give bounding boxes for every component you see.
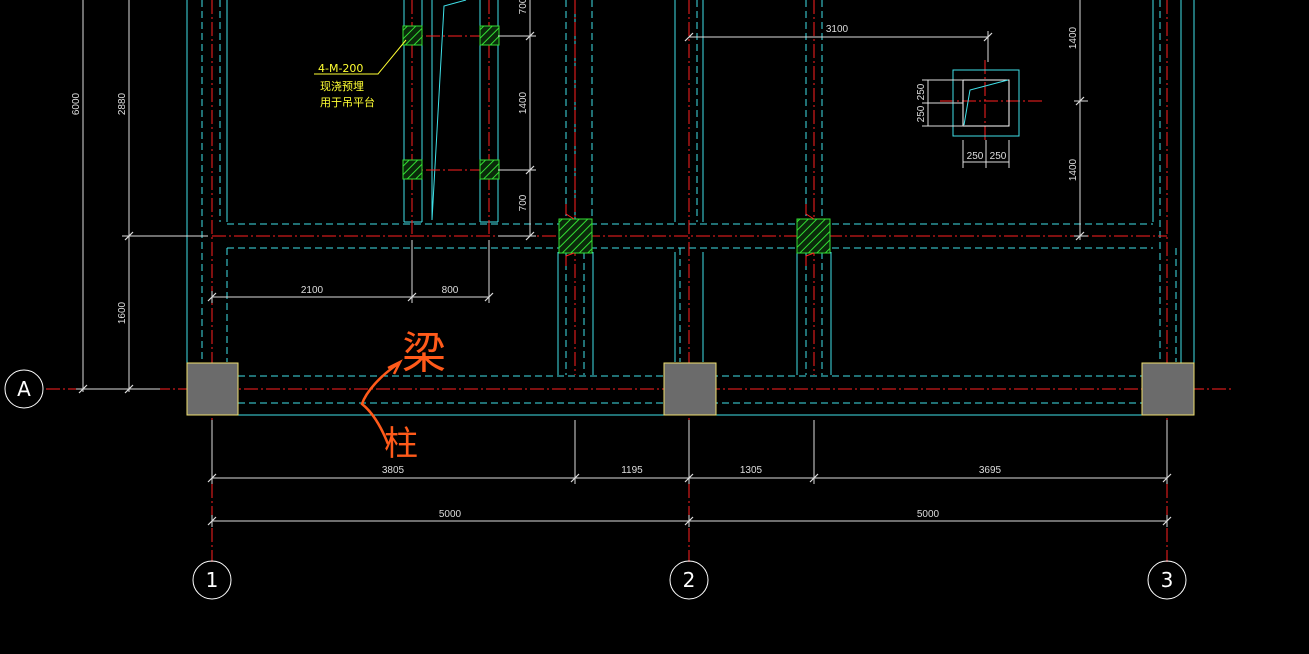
axis-bubble-A (4, 369, 44, 409)
axis-bubbles (4, 369, 1187, 600)
dim-2100: 2100 (301, 285, 324, 296)
hand-annotations: 梁 柱 (360, 328, 446, 464)
column-axis-2 (663, 362, 717, 416)
dim-700-bottom: 700 (518, 194, 529, 211)
annotation-beam: 梁 (402, 328, 446, 379)
dim-700-top: 700 (518, 0, 529, 14)
note-line-1: 4-M-200 (318, 62, 363, 75)
dim-1195: 1195 (621, 465, 643, 476)
dim-detail-250-h2: 250 (990, 151, 1007, 162)
dim-1305: 1305 (740, 465, 763, 476)
axis-bubble-2 (669, 560, 709, 600)
axis-bubble-3 (1147, 560, 1187, 600)
note-line-2: 现浇预埋 (320, 80, 364, 93)
dim-3100: 3100 (826, 24, 849, 35)
axis-label-1: 1 (206, 568, 219, 592)
dim-detail-250-v2: 250 (916, 105, 927, 122)
column-axis-3 (1141, 362, 1195, 416)
dim-5000-right: 5000 (917, 509, 940, 520)
dim-2880: 2880 (117, 92, 128, 115)
dim-1400-opening: 1400 (518, 91, 529, 114)
dim-5000-left: 5000 (439, 509, 462, 520)
dimension-lines (76, 0, 1168, 527)
note-line-3: 用于吊平台 (320, 95, 375, 109)
dim-detail-250-h1: 250 (967, 151, 984, 162)
column-axis-1 (186, 362, 239, 416)
embedded-plates (402, 25, 831, 254)
dim-3805: 3805 (382, 465, 405, 476)
dim-3695: 3695 (979, 465, 1002, 476)
axis-label-A: A (17, 377, 31, 401)
dim-1400-right-top: 1400 (1068, 26, 1079, 49)
annotation-column: 柱 (384, 424, 418, 464)
dim-detail-250-v1: 250 (916, 83, 927, 100)
annotation-arrow-curve (360, 362, 399, 445)
columns (186, 362, 1195, 416)
axis-bubble-1 (192, 560, 232, 600)
dim-6000: 6000 (71, 92, 82, 115)
dim-1600: 1600 (117, 301, 128, 324)
dim-800: 800 (442, 285, 459, 296)
dim-1400-right-bottom: 1400 (1068, 158, 1079, 181)
dimension-texts: 3805 1195 1305 3695 5000 5000 2100 800 3… (71, 0, 1079, 520)
embedded-note: 4-M-200 现浇预埋 用于吊平台 (314, 39, 407, 109)
axis-label-3: 3 (1161, 568, 1174, 592)
axis-label-2: 2 (683, 568, 696, 592)
